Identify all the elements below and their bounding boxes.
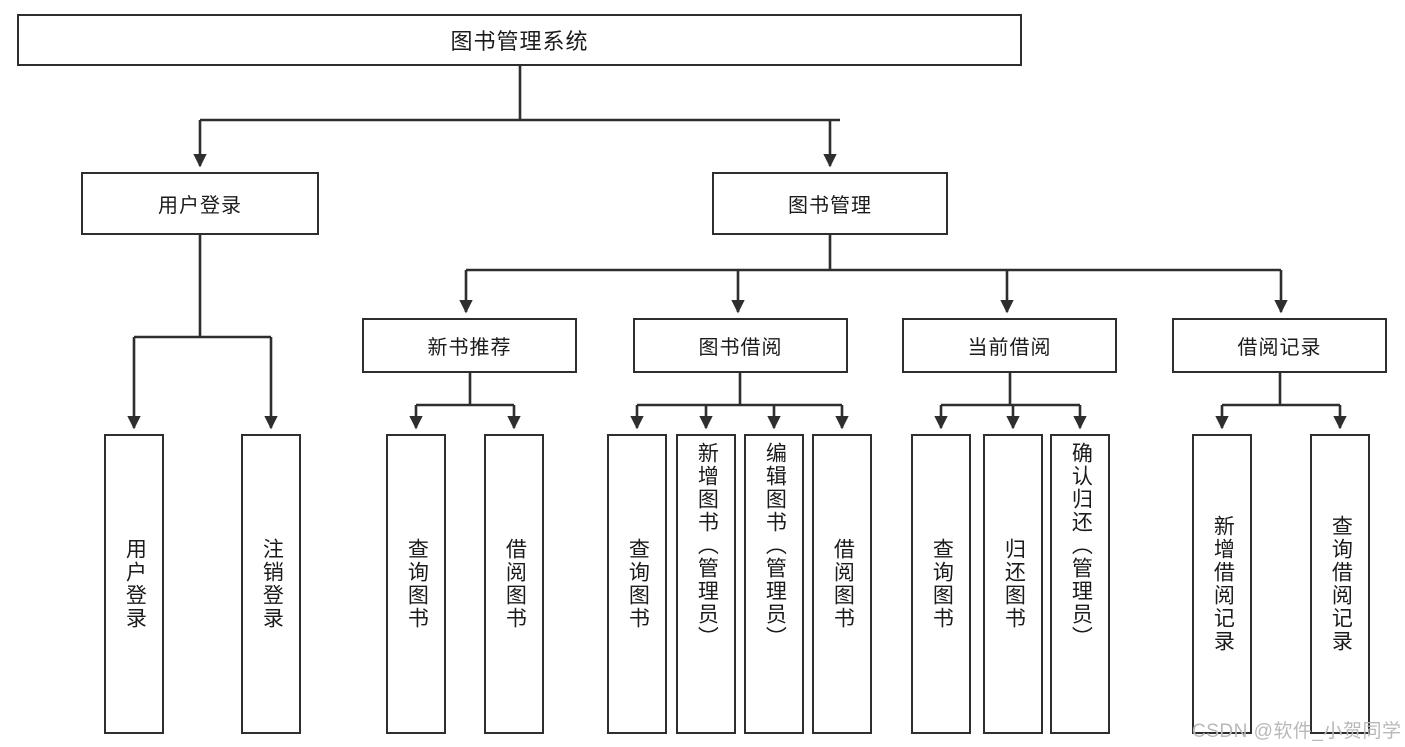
node-leaf-borrow-book-b[interactable]: 借阅图书 bbox=[812, 434, 872, 734]
node-root[interactable]: 图书管理系统 bbox=[17, 14, 1022, 66]
node-leaf-query-book-a[interactable]: 查询图书 bbox=[386, 434, 446, 734]
node-leaf-add-book[interactable]: 新增图书（管理员） bbox=[676, 434, 736, 734]
node-leaf-logout[interactable]: 注销登录 bbox=[241, 434, 301, 734]
node-leaf-query-book-b[interactable]: 查询图书 bbox=[607, 434, 667, 734]
node-leaf-query-record[interactable]: 查询借阅记录 bbox=[1310, 434, 1370, 734]
node-book-borrow[interactable]: 图书借阅 bbox=[633, 318, 848, 373]
node-book-mgmt[interactable]: 图书管理 bbox=[712, 172, 948, 235]
node-user-login[interactable]: 用户登录 bbox=[81, 172, 319, 235]
node-leaf-confirm-return[interactable]: 确认归还（管理员） bbox=[1050, 434, 1110, 734]
node-leaf-edit-book[interactable]: 编辑图书（管理员） bbox=[744, 434, 804, 734]
node-current-borrow[interactable]: 当前借阅 bbox=[902, 318, 1117, 373]
node-new-book-rec[interactable]: 新书推荐 bbox=[362, 318, 577, 373]
node-leaf-query-book-c[interactable]: 查询图书 bbox=[911, 434, 971, 734]
node-leaf-return-book[interactable]: 归还图书 bbox=[983, 434, 1043, 734]
node-borrow-record[interactable]: 借阅记录 bbox=[1172, 318, 1387, 373]
csdn-watermark: CSDN @软件_小贺同学 bbox=[1192, 721, 1402, 742]
node-leaf-user-login[interactable]: 用户登录 bbox=[104, 434, 164, 734]
node-leaf-borrow-book-a[interactable]: 借阅图书 bbox=[484, 434, 544, 734]
node-leaf-add-record[interactable]: 新增借阅记录 bbox=[1192, 434, 1252, 734]
